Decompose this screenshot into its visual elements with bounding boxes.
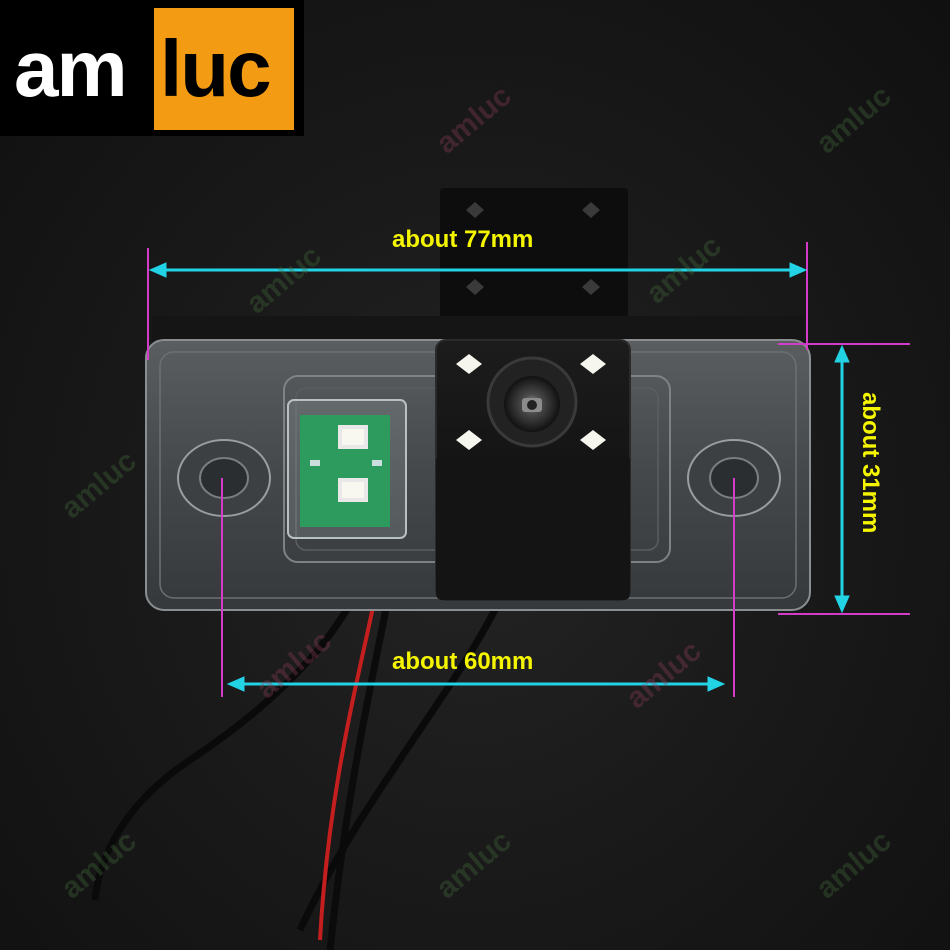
height-label: about 31mm	[857, 392, 884, 534]
width-label: about 77mm	[392, 226, 534, 253]
hole-spacing-arrow	[226, 676, 726, 692]
logo-text-luc: luc	[160, 24, 272, 113]
camera-rear-shadow	[440, 188, 628, 320]
camera-led	[456, 430, 482, 450]
camera-led	[456, 354, 482, 374]
camera-led	[580, 430, 606, 450]
width-arrow	[148, 262, 808, 278]
hole-spacing-label: about 60mm	[392, 648, 534, 675]
camera-led	[580, 354, 606, 374]
logo-text-am: am	[14, 24, 128, 113]
height-arrow	[834, 344, 850, 614]
logo-orange-box	[154, 8, 294, 130]
brand-logo: am luc	[0, 0, 304, 136]
black-cable-left	[91, 558, 374, 901]
